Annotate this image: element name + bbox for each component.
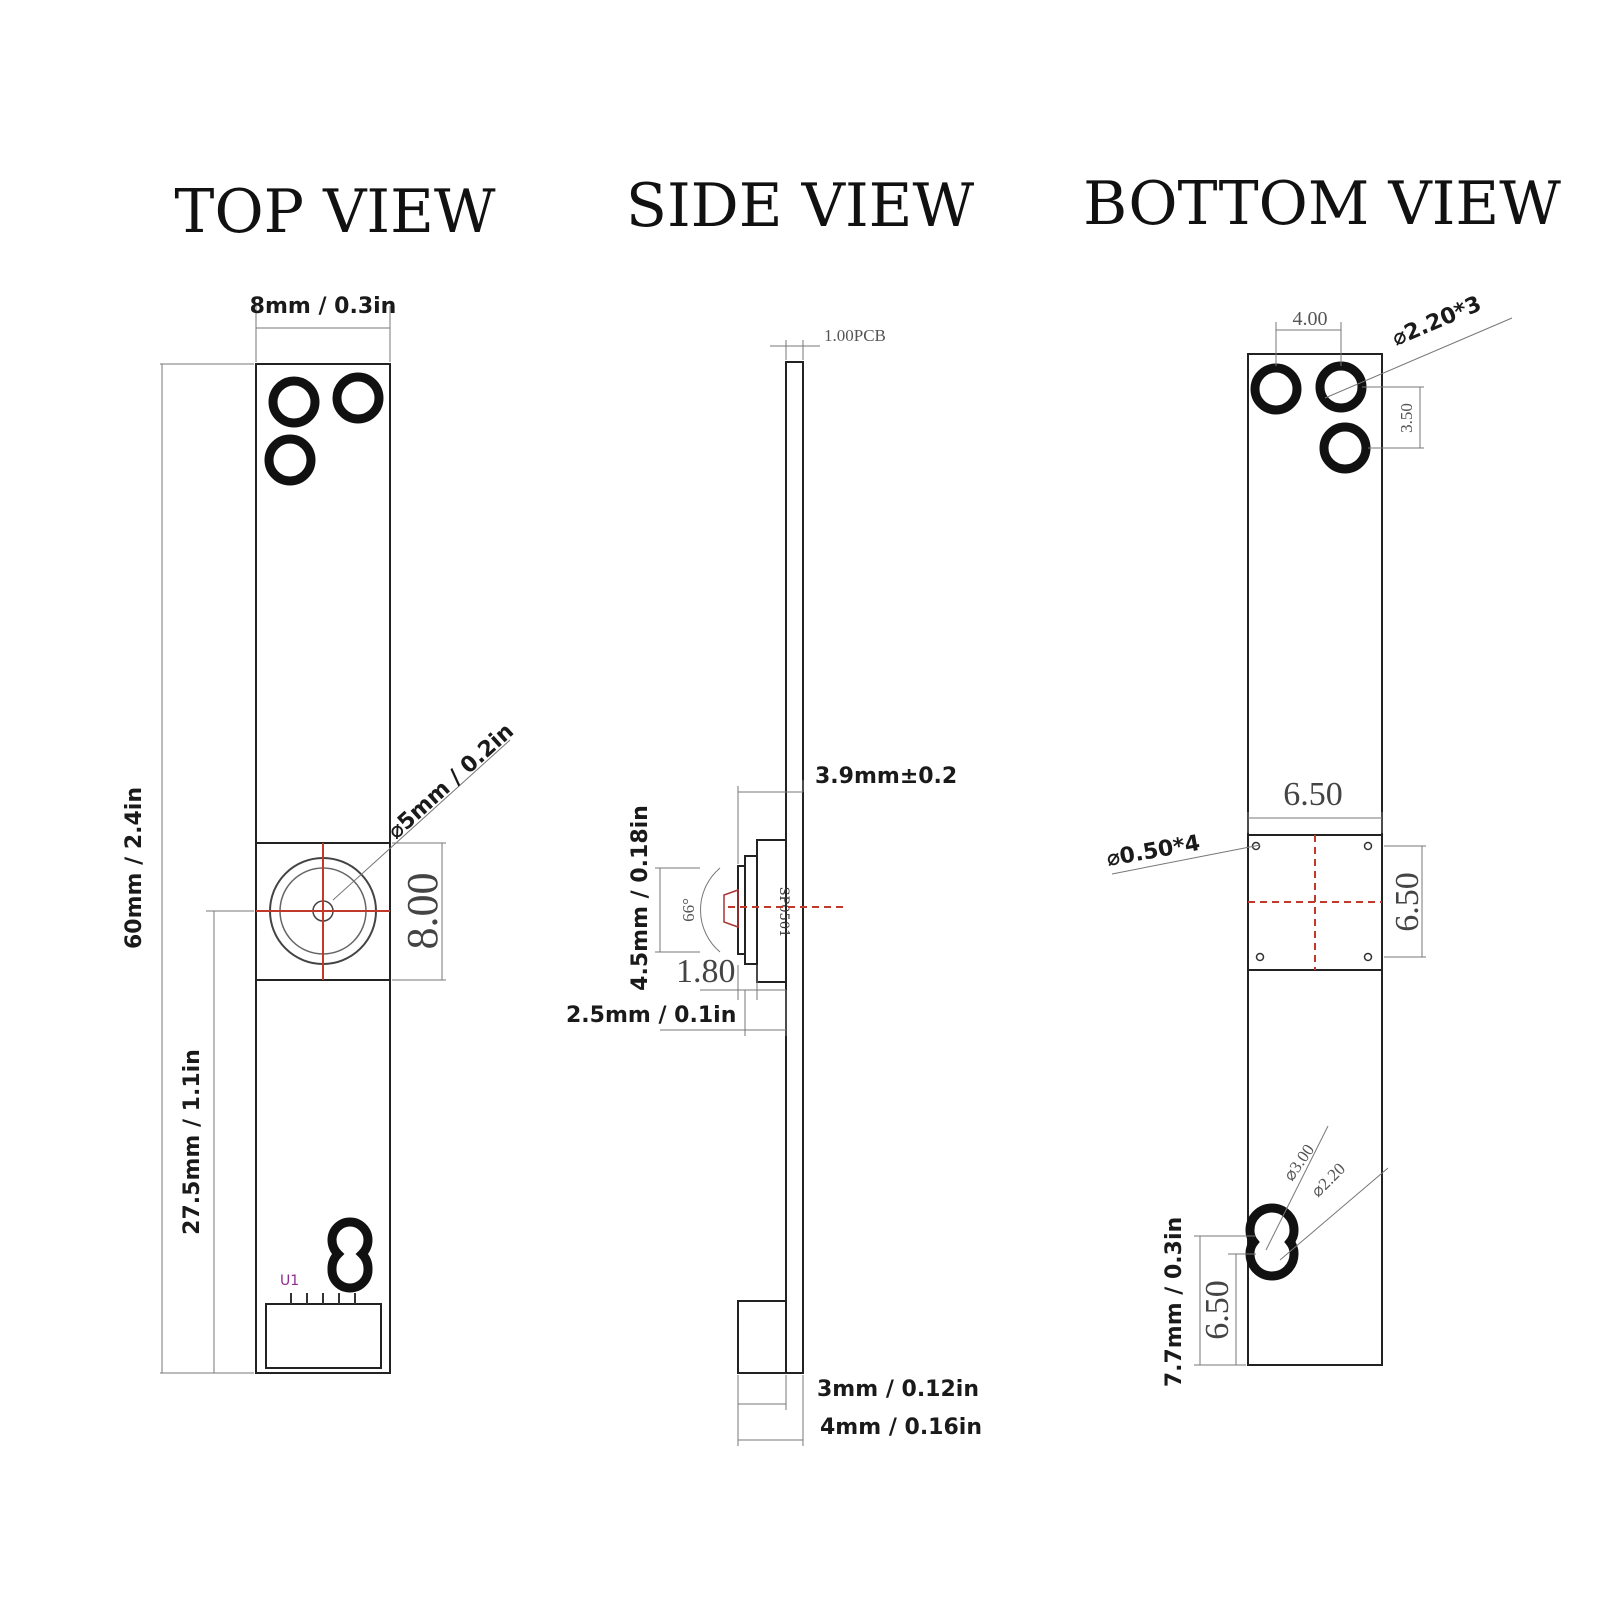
bottom-mount-hole-2 xyxy=(1315,361,1367,413)
side-pcb xyxy=(785,361,804,1374)
bottom-pad-width-label: 6.50 xyxy=(1283,776,1343,813)
side-lens xyxy=(737,865,746,955)
side-base-label: 2.5mm / 0.1in xyxy=(566,1003,736,1028)
bottom-slot-inner-label: ⌀2.20 xyxy=(1307,1159,1349,1201)
bottom-hole-vertical-label: 3.50 xyxy=(1397,403,1416,433)
side-view: SP0501 66° 1.00PCB 3.9mm±0.2 4.5mm / 0.1… xyxy=(566,326,982,1446)
side-height-label: 3.9mm±0.2 xyxy=(815,764,957,789)
bottom-slot-offset-label: 6.50 xyxy=(1199,1280,1236,1340)
top-connector-label: U1 xyxy=(280,1273,299,1289)
top-mount-hole-3 xyxy=(264,434,316,486)
bottom-slot-hole xyxy=(1245,1203,1299,1281)
bottom-slot-outer-label: ⌀3.00 xyxy=(1280,1141,1319,1185)
side-angle-label: 66° xyxy=(679,898,698,922)
side-connector xyxy=(737,1300,787,1374)
side-total-thickness-label: 4mm / 0.16in xyxy=(820,1415,982,1440)
top-lens-diameter-label: ⌀5mm / 0.2in xyxy=(383,719,519,845)
bottom-hole-spacing-label: 4.00 xyxy=(1293,308,1328,330)
top-width-label: 8mm / 0.3in xyxy=(250,294,397,319)
bottom-mount-hole-1 xyxy=(1250,363,1302,415)
side-connector-thickness-label: 3mm / 0.12in xyxy=(817,1377,979,1402)
side-lens-holder xyxy=(744,855,758,965)
bottom-view: 4.00 ⌀2.20*3 3.50 6.50 ⌀0.50*4 6.50 ⌀3.0… xyxy=(1105,292,1513,1387)
top-center-offset-label: 27.5mm / 1.1in xyxy=(180,1049,205,1235)
top-module-size-label: 8.00 xyxy=(398,873,447,950)
bottom-slot-edge-label: 7.7mm / 0.3in xyxy=(1162,1217,1187,1387)
bottom-pad-height-label: 6.50 xyxy=(1389,872,1426,932)
top-view: U1 8mm / 0.3in 60mm / 2.4in 27.5mm / 1.1… xyxy=(122,294,519,1374)
bottom-view-title: BOTTOM VIEW xyxy=(1083,169,1561,239)
side-lens-depth-label: 1.80 xyxy=(676,953,736,990)
top-connector xyxy=(265,1303,382,1369)
bottom-mount-hole-3 xyxy=(1319,422,1371,474)
top-view-title: TOP VIEW xyxy=(174,177,495,247)
bottom-hole-diameter-label: ⌀2.20*3 xyxy=(1389,292,1486,352)
top-slot-hole xyxy=(327,1217,373,1293)
side-lens-height-label: 4.5mm / 0.18in xyxy=(628,805,653,991)
top-length-label: 60mm / 2.4in xyxy=(122,787,147,949)
side-view-title: SIDE VIEW xyxy=(626,171,975,241)
side-pcb-label: 1.00PCB xyxy=(824,326,886,345)
top-mount-hole-2 xyxy=(332,372,384,424)
top-mount-hole-1 xyxy=(268,376,320,428)
side-chip-label: SP0501 xyxy=(776,887,791,938)
